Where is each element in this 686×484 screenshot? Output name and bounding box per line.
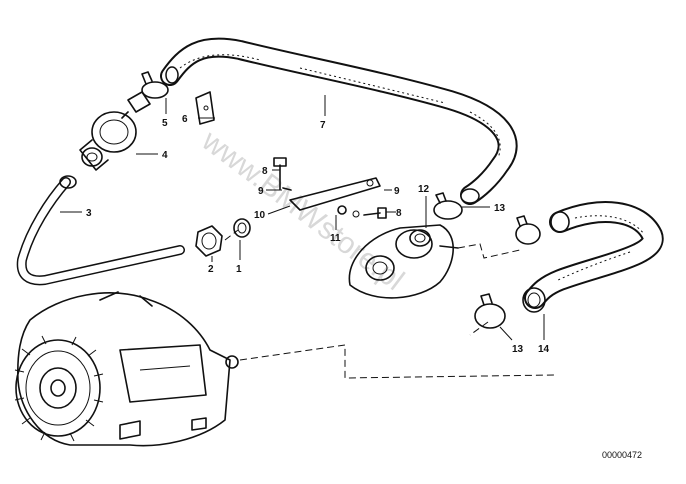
- callout-8-upper: 8: [262, 166, 268, 177]
- callout-9-right: 9: [394, 186, 400, 197]
- ring-part-1: [233, 218, 251, 238]
- callouts: 1 2 3 4 5 6 7 8 8 9 9 10 11 12 13 13 14: [86, 114, 550, 355]
- callout-5: 5: [162, 118, 168, 129]
- callout-13-upper: 13: [494, 203, 506, 214]
- bracket-part-6: [195, 91, 215, 125]
- hose-part-7: [160, 37, 518, 205]
- callout-4: 4: [162, 150, 168, 161]
- vacuum-pipe-part-3: [16, 175, 185, 286]
- callout-8-lower: 8: [396, 208, 402, 219]
- callout-3: 3: [86, 208, 92, 219]
- reference-code: 00000472: [602, 450, 642, 460]
- mounting-bracket-assembly: [273, 157, 387, 219]
- hose-clip-part-13-lower: [474, 293, 506, 329]
- hose-clip-part-13-right: [515, 215, 541, 245]
- leader-lines: [60, 95, 545, 341]
- assembly-dashed-lines: [224, 229, 556, 379]
- check-valve-part-4: [79, 91, 151, 171]
- callout-6: 6: [182, 114, 188, 125]
- union-nut-part-2: [195, 225, 223, 257]
- callout-10: 10: [254, 210, 266, 221]
- callout-13-lower: 13: [512, 344, 524, 355]
- callout-1: 1: [236, 264, 242, 275]
- callout-14: 14: [538, 344, 550, 355]
- valve-housing-part-12: [348, 224, 459, 299]
- callout-2: 2: [208, 264, 214, 275]
- callout-7: 7: [320, 120, 326, 131]
- callout-11: 11: [330, 233, 341, 244]
- hose-clip-part-5: [141, 71, 169, 99]
- hose-clip-part-13-upper: [433, 192, 463, 220]
- callout-12: 12: [418, 184, 430, 195]
- vacuum-pump: [14, 291, 239, 447]
- hose-part-14: [522, 201, 664, 313]
- callout-9-left: 9: [258, 186, 264, 197]
